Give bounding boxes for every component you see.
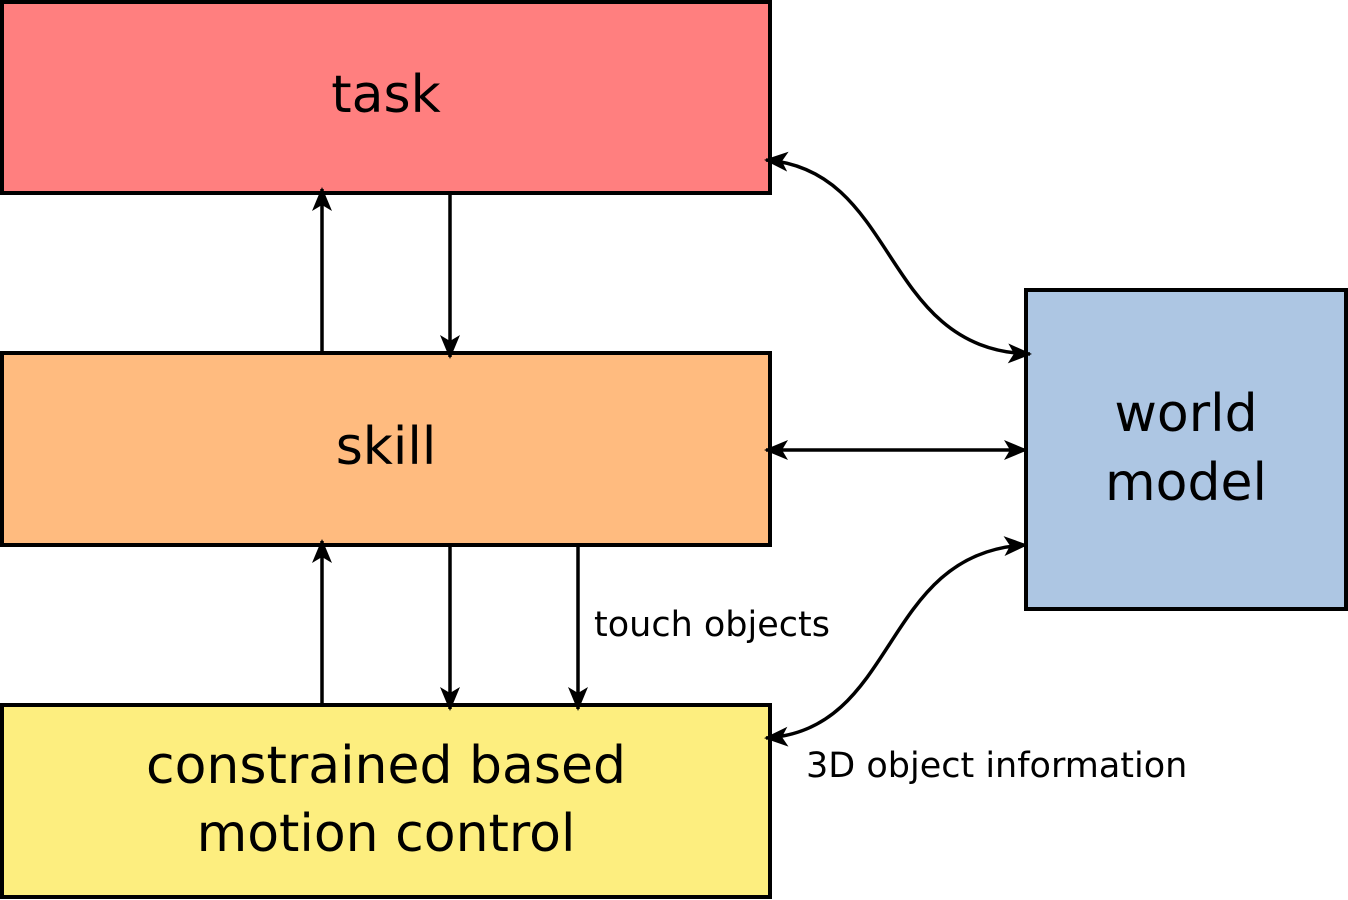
arrow-task-world (764, 151, 1032, 364)
touch-objects-label: touch objects (594, 605, 830, 645)
world-model-label-line1: world (1114, 384, 1257, 444)
motion-control-label-line1: constrained based (146, 736, 626, 796)
world-model-node: world model (1024, 288, 1348, 611)
task-label: task (331, 65, 440, 125)
skill-box (0, 351, 772, 547)
world-model-box (1024, 288, 1348, 611)
3d-object-information-label: 3D object information (806, 746, 1187, 786)
motion-control-box (0, 703, 772, 899)
task-node: task (0, 0, 772, 195)
task-box (0, 0, 772, 195)
motion-control-label-line2: motion control (197, 804, 576, 864)
world-model-label-line2: model (1105, 453, 1267, 513)
skill-node: skill (0, 351, 772, 547)
arrow-motion-world (764, 536, 1028, 747)
motion-control-node: constrained based motion control (0, 703, 772, 899)
skill-label: skill (336, 417, 437, 477)
